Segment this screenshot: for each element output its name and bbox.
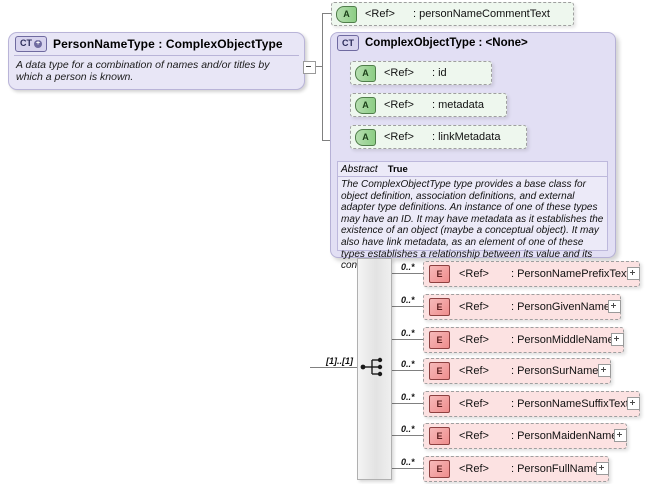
attribute-name: : linkMetadata — [431, 131, 501, 143]
element-row-PersonMaidenName[interactable]: E <Ref> : PersonMaidenName — [423, 423, 627, 449]
attribute-icon: A — [355, 64, 376, 82]
element-icon: E — [429, 362, 450, 380]
element-row-PersonSurName[interactable]: E <Ref> : PersonSurName — [423, 358, 611, 384]
element-row-PersonMiddleName[interactable]: E <Ref> : PersonMiddleName — [423, 327, 624, 353]
divider — [14, 55, 299, 56]
sequence-icon[interactable] — [360, 357, 386, 377]
element-name: : PersonMiddleName — [510, 334, 614, 346]
connector-line — [390, 339, 423, 340]
element-ref: <Ref> — [459, 463, 489, 475]
occurs-label: 0..* — [401, 328, 415, 338]
root-type-box[interactable]: CT+ PersonNameType : ComplexObjectType A… — [8, 32, 305, 90]
attribute-icon: A — [355, 128, 376, 146]
base-type-box[interactable]: CT ComplexObjectType : <None> A <Ref> : … — [330, 32, 616, 271]
attribute-ref: <Ref> — [384, 67, 414, 79]
element-ref: <Ref> — [459, 301, 489, 313]
plus-glyph: + — [34, 39, 42, 48]
element-row-PersonFullName[interactable]: E <Ref> : PersonFullName — [423, 456, 609, 482]
element-icon: E — [429, 427, 450, 445]
expand-plus-icon[interactable] — [598, 364, 611, 377]
element-ref: <Ref> — [459, 268, 489, 280]
element-ref: <Ref> — [459, 398, 489, 410]
connector-line — [390, 435, 423, 436]
element-icon: E — [429, 395, 450, 413]
attribute-row-linkMetadata[interactable]: A <Ref> : linkMetadata — [350, 125, 527, 149]
attribute-ref: <Ref> — [384, 131, 414, 143]
base-type-title: ComplexObjectType : <None> — [365, 37, 528, 49]
element-icon: E — [429, 265, 450, 283]
cardinality-label: [1]..[1] — [326, 356, 353, 366]
collapse-minus-icon[interactable] — [303, 61, 316, 74]
badge-text: CT — [20, 38, 32, 48]
abstract-value: True — [387, 163, 408, 175]
expand-plus-icon[interactable] — [614, 429, 627, 442]
occurs-label: 0..* — [401, 359, 415, 369]
expand-plus-icon[interactable] — [627, 267, 640, 280]
connector-line — [322, 13, 331, 14]
element-ref: <Ref> — [459, 430, 489, 442]
element-name: : PersonSurName — [510, 365, 599, 377]
connector-line — [390, 468, 423, 469]
attribute-icon: A — [355, 96, 376, 114]
connector-line — [390, 306, 423, 307]
element-icon: E — [429, 460, 450, 478]
element-row-PersonNameSuffixText[interactable]: E <Ref> : PersonNameSuffixText — [423, 391, 640, 417]
abstract-row: Abstract True — [338, 162, 607, 177]
connector-line — [322, 140, 331, 141]
occurs-label: 0..* — [401, 424, 415, 434]
connector-line — [390, 403, 423, 404]
occurs-label: 0..* — [401, 392, 415, 402]
root-type-description: A data type for a combination of names a… — [16, 59, 270, 83]
expand-plus-icon[interactable] — [608, 300, 621, 313]
attribute-name: : id — [431, 67, 447, 79]
expand-plus-icon[interactable] — [596, 462, 609, 475]
attribute-name: : personNameCommentText — [412, 8, 550, 20]
element-name: : PersonNamePrefixText — [510, 268, 630, 280]
element-name: : PersonMaidenName — [510, 430, 618, 442]
element-name: : PersonNameSuffixText — [510, 398, 629, 410]
connector-trunk — [322, 13, 323, 141]
root-type-header: CT+ PersonNameType : ComplexObjectType — [9, 33, 304, 54]
connector-line-compositor — [310, 367, 357, 368]
connector-line — [390, 273, 423, 274]
element-name: : PersonGivenName — [510, 301, 611, 313]
element-row-PersonGivenName[interactable]: E <Ref> : PersonGivenName — [423, 294, 621, 320]
element-ref: <Ref> — [459, 365, 489, 377]
attribute-icon: A — [336, 5, 357, 23]
attribute-ref: <Ref> — [365, 8, 395, 20]
element-row-PersonNamePrefixText[interactable]: E <Ref> : PersonNamePrefixText — [423, 261, 640, 287]
element-name: : PersonFullName — [510, 463, 600, 475]
connector-line — [314, 66, 322, 67]
attribute-row-personNameCommentText[interactable]: A <Ref> : personNameCommentText — [331, 2, 574, 26]
attribute-ref: <Ref> — [384, 99, 414, 111]
occurs-label: 0..* — [401, 457, 415, 467]
expand-plus-icon[interactable] — [611, 333, 624, 346]
attribute-name: : metadata — [431, 99, 484, 111]
attribute-row-id[interactable]: A <Ref> : id — [350, 61, 492, 85]
abstract-label: Abstract — [341, 163, 378, 175]
element-icon: E — [429, 298, 450, 316]
element-icon: E — [429, 331, 450, 349]
base-type-header: CT ComplexObjectType : <None> — [331, 33, 615, 53]
expand-plus-icon[interactable] — [627, 397, 640, 410]
complex-type-icon: CT — [337, 35, 359, 51]
connector-line — [390, 370, 423, 371]
complex-type-plus-icon[interactable]: CT+ — [15, 35, 47, 52]
annotation-panel: Abstract True The ComplexObjectType type… — [337, 161, 608, 271]
attribute-row-metadata[interactable]: A <Ref> : metadata — [350, 93, 507, 117]
occurs-label: 0..* — [401, 262, 415, 272]
element-ref: <Ref> — [459, 334, 489, 346]
root-type-title: PersonNameType : ComplexObjectType — [53, 36, 283, 51]
occurs-label: 0..* — [401, 295, 415, 305]
